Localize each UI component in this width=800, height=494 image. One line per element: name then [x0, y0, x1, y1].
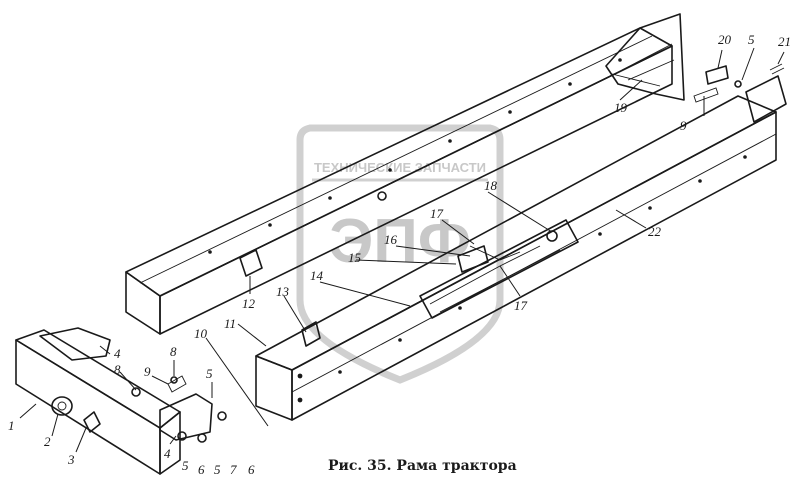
callout-21: 21 — [778, 34, 791, 49]
upper-rail-end-face — [125, 271, 161, 335]
callout-16: 16 — [384, 232, 398, 247]
callout-9a: 9 — [144, 364, 151, 379]
callout-9b: 9 — [680, 118, 687, 133]
callout-4a: 4 — [114, 346, 121, 361]
rear-washer-5 — [734, 80, 742, 88]
callout-6b: 6 — [248, 462, 255, 477]
callout-12: 12 — [242, 296, 256, 311]
watermark: ТЕХНИЧЕСКИЕ ЗАПЧАСТИ ЭПФ — [296, 124, 504, 384]
figure-caption: Рис. 35. Рама трактора — [328, 458, 517, 474]
callouts: 1 2 3 4 4 5 5 5 5 6 6 7 8 8 9 9 10 11 12… — [8, 32, 791, 477]
mid-pin-18 — [546, 230, 558, 242]
callout-14: 14 — [310, 268, 324, 283]
bracket-12 — [239, 249, 263, 277]
callout-6a: 6 — [198, 462, 205, 477]
tow-hole-inner — [57, 401, 67, 411]
callout-2: 2 — [44, 434, 51, 449]
watermark-shield-icon — [296, 124, 504, 384]
rear-end-plate — [745, 75, 787, 123]
nut-6 — [197, 433, 207, 443]
beam-slot — [83, 411, 101, 433]
watermark-top-text: ТЕХНИЧЕСКИЕ ЗАПЧАСТИ — [314, 160, 486, 175]
top-mount-bracket — [39, 327, 111, 361]
front-beam-front-face — [15, 339, 161, 475]
callout-17a: 17 — [430, 206, 444, 221]
callout-5c: 5 — [206, 366, 213, 381]
bolt-9 — [167, 375, 187, 393]
callout-4b: 4 — [164, 446, 171, 461]
callout-8a: 8 — [170, 344, 177, 359]
upper-side-rail — [125, 13, 685, 335]
front-beam-top-face — [15, 329, 181, 429]
front-cross-beam — [15, 327, 213, 475]
callout-3: 3 — [67, 452, 75, 467]
watermark-logo-text: ЭПФ — [329, 207, 471, 276]
hardware — [131, 63, 785, 443]
nut-7 — [217, 411, 227, 421]
side-mount-bracket — [159, 393, 213, 441]
callout-18: 18 — [484, 178, 498, 193]
lower-rail-rivets — [297, 155, 747, 403]
callout-19: 19 — [614, 100, 628, 115]
callout-5a: 5 — [182, 458, 189, 473]
rear-bracket-ribs — [611, 43, 675, 87]
callout-11: 11 — [224, 316, 236, 331]
callout-10: 10 — [194, 326, 208, 341]
front-beam-end-face — [159, 411, 181, 475]
rear-bracket — [605, 13, 685, 101]
callout-5d: 5 — [748, 32, 755, 47]
rear-bolt-9 — [693, 87, 719, 103]
rear-plate-20 — [705, 65, 729, 85]
callout-22: 22 — [648, 224, 662, 239]
callout-13: 13 — [276, 284, 290, 299]
bracket-13 — [301, 321, 321, 347]
upper-rail-edge-line — [139, 35, 653, 284]
center-reinforcement — [419, 219, 579, 319]
tow-hole — [51, 396, 73, 416]
leader-lines — [19, 47, 785, 453]
mid-link-15 — [457, 245, 489, 273]
mid-rod-17 — [469, 245, 521, 261]
callout-8b: 8 — [114, 362, 121, 377]
lower-side-rail — [255, 75, 787, 421]
lower-rail-end-face — [255, 355, 293, 421]
washer-8 — [131, 387, 141, 397]
callout-7: 7 — [230, 462, 237, 477]
washer-5a — [177, 431, 187, 441]
callout-5b: 5 — [214, 462, 221, 477]
rear-pin-21 — [769, 63, 785, 75]
callout-20: 20 — [718, 32, 732, 47]
callout-17b: 17 — [514, 298, 528, 313]
mid-bolt-16 — [377, 191, 387, 201]
callout-15: 15 — [348, 250, 362, 265]
upper-rail-rivets — [208, 58, 622, 254]
upper-rail-side-face — [159, 45, 673, 335]
callout-1: 1 — [8, 418, 15, 433]
bolt-8-head — [170, 376, 178, 384]
